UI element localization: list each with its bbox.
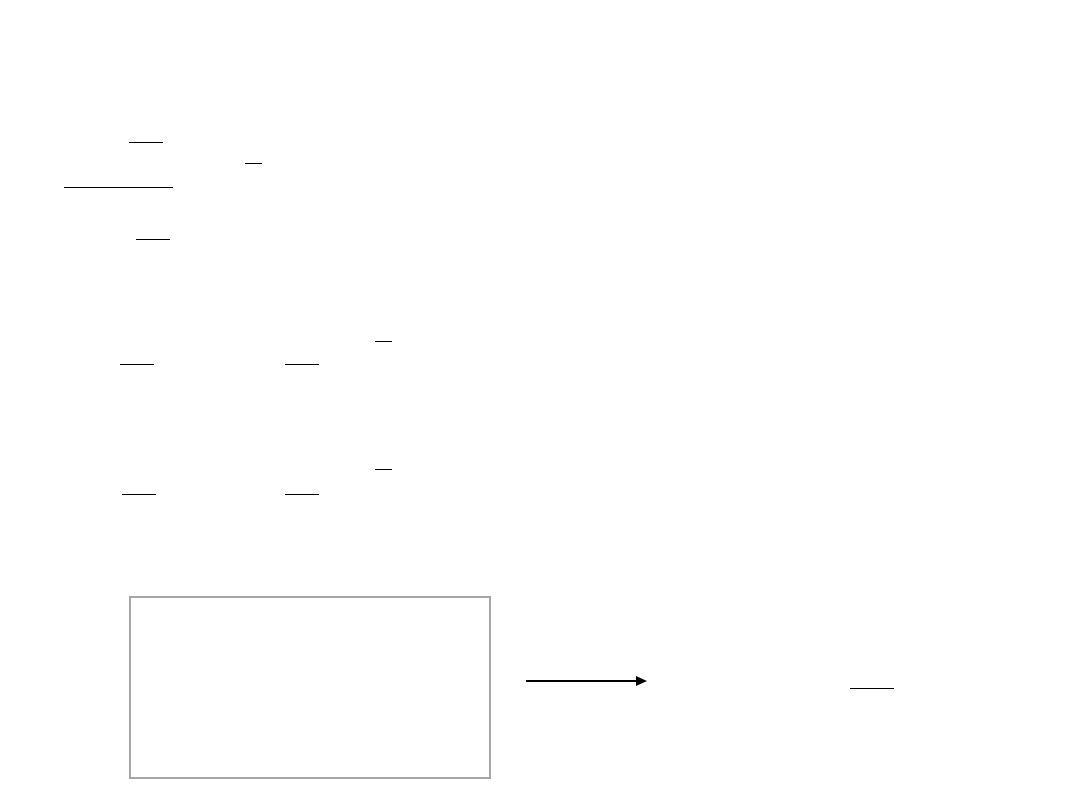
bordered-box xyxy=(129,596,491,779)
fraction-bar-2 xyxy=(245,163,262,164)
fraction-bar-6 xyxy=(285,364,319,365)
main-fraction-bar xyxy=(64,187,173,188)
fraction-bar-9 xyxy=(285,494,319,495)
fraction-bar-3 xyxy=(136,239,170,240)
fraction-bar-10 xyxy=(850,688,894,689)
fraction-bar-4 xyxy=(375,341,392,342)
fraction-bar-8 xyxy=(122,494,156,495)
right-arrow-icon xyxy=(526,676,647,686)
fraction-bar-5 xyxy=(120,364,154,365)
fraction-bar-1 xyxy=(129,142,163,143)
fraction-bar-7 xyxy=(375,469,392,470)
